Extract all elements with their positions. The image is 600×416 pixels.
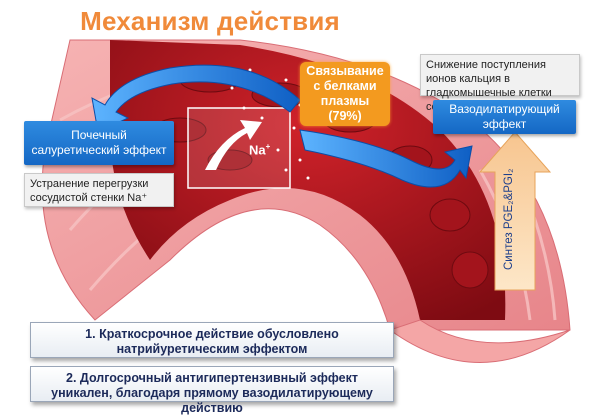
blue-arrow-right <box>299 129 473 188</box>
note-short-term: 1. Краткосрочное действие обусловлено на… <box>30 322 394 358</box>
page-title: Механизм действия <box>80 6 340 36</box>
renal-effect-box: Почечный салуретический эффект <box>24 121 174 165</box>
sodium-symbol: Na <box>249 142 266 158</box>
section-frame <box>187 107 291 189</box>
calcium-box: Снижение поступления ионов кальция в гла… <box>420 54 580 113</box>
note-long-term-text: 2. Долгосрочный антигипертензивный эффек… <box>51 371 373 415</box>
overload-label: Устранение перегрузки сосудистой стенки … <box>30 178 149 204</box>
vasodilator-label: Вазодилатирующий эффект <box>449 102 560 131</box>
binding-label: Связывание с белками плазмы (79%) <box>306 64 384 123</box>
renal-effect-label: Почечный салуретический эффект <box>31 128 167 157</box>
note-short-term-text: 1. Краткосрочное действие обусловлено на… <box>85 327 339 356</box>
overload-box: Устранение перегрузки сосудистой стенки … <box>24 173 174 207</box>
note-long-term: 2. Долгосрочный антигипертензивный эффек… <box>30 366 394 415</box>
white-arrow <box>205 120 262 170</box>
synthesis-arrow <box>478 131 552 291</box>
sodium-ion: Na+ <box>249 142 270 157</box>
vessel-lumen <box>110 40 506 320</box>
vessel-cut-edge <box>388 319 571 363</box>
binding-badge: Связывание с белками плазмы (79%) <box>300 62 390 126</box>
sodium-charge: + <box>265 142 271 151</box>
vasodilator-box: Вазодилатирующий эффект <box>433 100 576 134</box>
synthesis-label: Синтез PGE₂&PGI₂ <box>503 168 515 270</box>
